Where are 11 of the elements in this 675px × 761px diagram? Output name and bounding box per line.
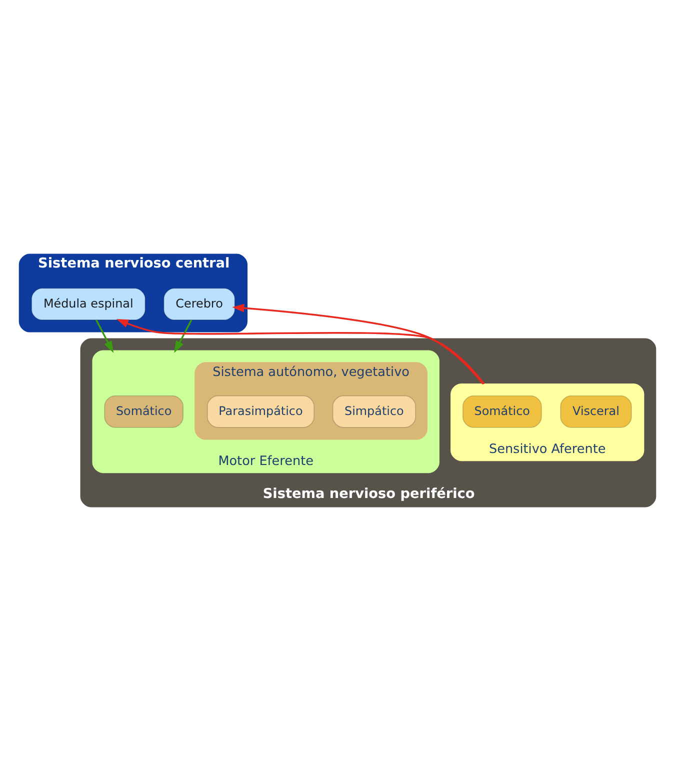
node-box: Visceral xyxy=(560,395,632,428)
arrow xyxy=(174,320,192,353)
arrow xyxy=(95,320,114,353)
node-box: Simpático xyxy=(332,395,416,428)
node-box: Cerebro xyxy=(163,288,236,320)
node-box: Parasimpático xyxy=(206,395,314,428)
arrow xyxy=(116,318,485,384)
node-box: Médula espinal xyxy=(31,288,146,320)
arrow xyxy=(232,304,484,384)
node-box: Somático xyxy=(104,395,184,428)
node-box: Somático xyxy=(462,395,542,428)
